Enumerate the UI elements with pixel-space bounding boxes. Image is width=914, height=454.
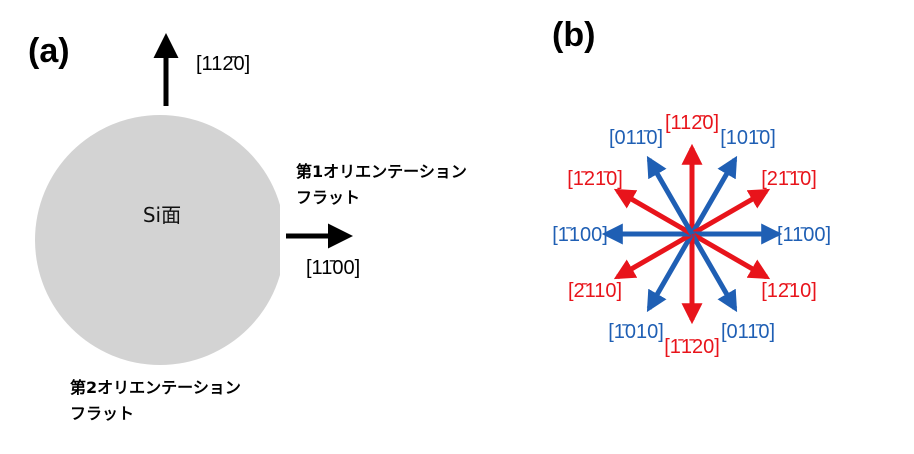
direction-arrow-11 (646, 155, 695, 236)
flat1-line2: フラット (296, 188, 360, 207)
direction-label-9: [1̄100] (552, 224, 608, 246)
direction-compass: [112̄0][101̄0] [21̄1̄0] [11̄00] [12̄10] [011… (552, 112, 831, 358)
direction-arrow-4 (690, 231, 771, 280)
wafer (35, 115, 280, 365)
direction-arrow-2 (690, 188, 771, 237)
flat1-line1: 第1オリエンテーション (296, 162, 467, 181)
direction-label-8: [2̄110] (568, 280, 622, 302)
direction-label-3: [11̄00] (777, 224, 831, 246)
wafer-disc (35, 115, 280, 365)
direction-label-4: [12̄10] (761, 280, 817, 302)
direction-arrow-10 (613, 188, 694, 237)
direction-label-2: [21̄1̄0] (761, 168, 817, 190)
panel-b-label: (b) (552, 16, 595, 54)
direction-arrow-1 (689, 155, 738, 236)
right-arrow-label: [11̄00] (306, 257, 360, 279)
si-face-label: Si面 (143, 203, 181, 227)
direction-label-6: [1̄1̄20] (664, 336, 720, 358)
direction-label-11: [011̄0] (609, 127, 663, 149)
direction-arrow-5 (689, 232, 738, 313)
flat2-line2: フラット (70, 404, 134, 423)
direction-arrow-8 (613, 231, 694, 280)
direction-label-0: [112̄0] (665, 112, 719, 134)
panel-a-label: (a) (28, 32, 70, 70)
direction-label-7: [1̄010] (608, 321, 664, 343)
flat2-line1: 第2オリエンテーション (70, 378, 241, 397)
direction-arrow-7 (646, 232, 695, 313)
up-arrow-label: [112̄0] (196, 53, 250, 75)
direction-label-1: [101̄0] (720, 127, 776, 149)
direction-label-10: [1̄21̄0] (567, 168, 623, 190)
direction-label-5: [011̄0] (721, 321, 775, 343)
